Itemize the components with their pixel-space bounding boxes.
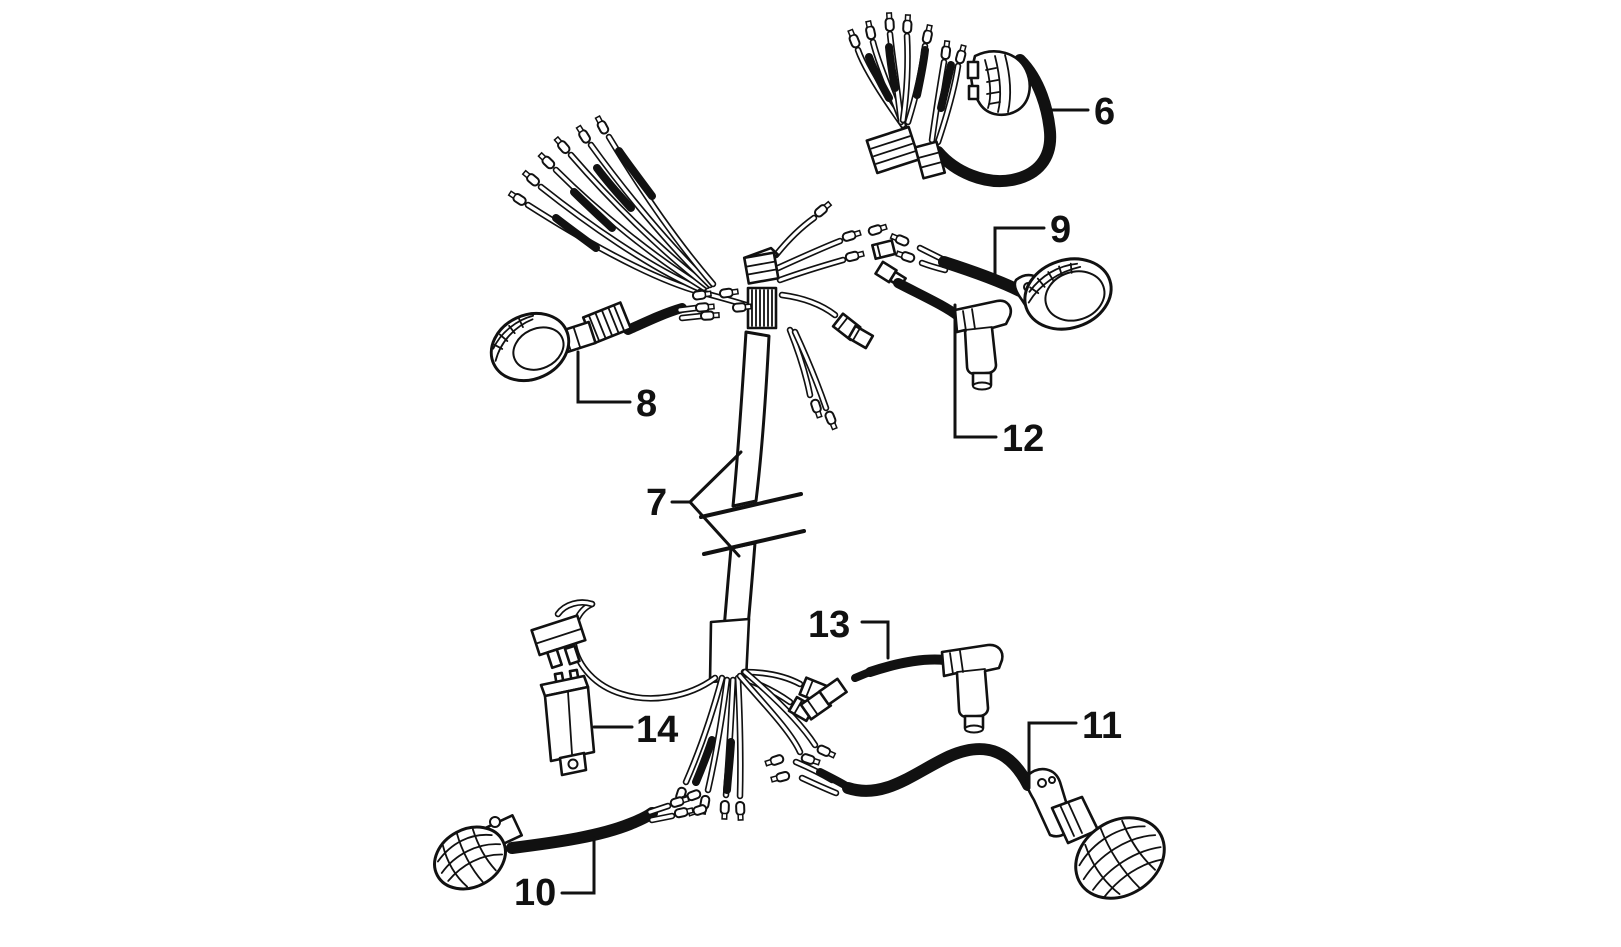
bullet-terminal bbox=[844, 248, 866, 263]
bullet-terminal bbox=[954, 43, 969, 66]
plug-boot bbox=[940, 643, 1004, 719]
bullet-terminal bbox=[520, 168, 542, 189]
break-mark bbox=[702, 529, 806, 556]
part-8-turn-signal bbox=[489, 301, 721, 383]
bullet-terminal bbox=[884, 11, 895, 33]
callout-11-leader bbox=[1027, 721, 1078, 790]
part-10-turn-signal bbox=[433, 793, 695, 891]
bullet-terminal bbox=[552, 134, 573, 156]
harness-bottom-split bbox=[554, 599, 838, 822]
bullet-terminal bbox=[812, 199, 834, 220]
callout-14-label: 14 bbox=[636, 709, 678, 751]
part-11-turn-signal bbox=[763, 743, 1166, 900]
bullet-terminal bbox=[668, 793, 691, 809]
part-7-harness-trunk bbox=[699, 330, 806, 684]
bullet-terminal bbox=[840, 227, 863, 243]
signal-lens bbox=[1074, 816, 1166, 900]
part-14-relay-unit bbox=[530, 614, 596, 777]
bullet-terminal bbox=[921, 23, 935, 45]
callout-11-label: 11 bbox=[1082, 705, 1122, 747]
bullet-terminal bbox=[769, 770, 792, 785]
bullet-terminal bbox=[735, 800, 746, 822]
bullet-terminal bbox=[894, 248, 917, 264]
callout-6-label: 6 bbox=[1094, 91, 1115, 133]
bullet-terminal bbox=[536, 150, 557, 171]
bullet-terminal bbox=[694, 301, 716, 313]
bullet-terminal bbox=[718, 286, 740, 299]
bullet-terminal bbox=[593, 114, 611, 136]
bullet-terminal bbox=[763, 753, 786, 769]
bullet-terminal bbox=[719, 799, 730, 821]
bullet-terminal bbox=[815, 743, 838, 761]
signal-lens bbox=[433, 825, 507, 891]
switch-connector bbox=[913, 140, 947, 180]
callouts: 6 9 8 12 7 13 14 10 11 bbox=[514, 91, 1122, 914]
bullet-terminal bbox=[691, 288, 713, 301]
bullet-terminal bbox=[866, 221, 889, 237]
signal-cable bbox=[842, 743, 1034, 797]
cap-connector bbox=[818, 677, 848, 706]
break-mark bbox=[699, 492, 803, 519]
signal-lens bbox=[1023, 257, 1113, 331]
bullet-terminal bbox=[699, 310, 721, 321]
switch-housing bbox=[966, 50, 1032, 117]
harness-hub bbox=[691, 199, 897, 432]
harness-upper-wire-fan bbox=[506, 114, 717, 296]
callout-9-leader bbox=[993, 226, 1046, 280]
plug-boot bbox=[953, 299, 1013, 376]
callout-8-label: 8 bbox=[636, 383, 657, 425]
bullet-terminal bbox=[940, 39, 953, 61]
callout-8-leader bbox=[576, 350, 632, 404]
part-9-turn-signal bbox=[888, 231, 1113, 331]
signal-lens bbox=[489, 311, 571, 383]
hub-spade-connector bbox=[871, 239, 897, 261]
hub-spade-connector bbox=[847, 324, 875, 350]
bullet-terminal bbox=[845, 27, 862, 50]
callout-10-leader bbox=[560, 836, 596, 895]
signal-cable bbox=[506, 807, 658, 854]
callout-9-label: 9 bbox=[1050, 209, 1071, 251]
callout-12-label: 12 bbox=[1002, 418, 1044, 460]
hub-ribbed-body bbox=[746, 286, 778, 330]
bullet-terminal bbox=[506, 188, 529, 208]
callout-13-leader bbox=[860, 620, 890, 660]
callout-13-label: 13 bbox=[808, 604, 850, 646]
bullet-terminal bbox=[823, 409, 840, 432]
callout-7-label: 7 bbox=[646, 482, 667, 524]
switch-connector bbox=[865, 125, 921, 175]
plug-lead bbox=[865, 654, 950, 677]
bullet-terminal bbox=[574, 123, 593, 146]
callout-10-label: 10 bbox=[514, 872, 556, 914]
part-13-spark-plug-cap bbox=[799, 643, 1004, 734]
signal-cable bbox=[623, 303, 687, 335]
switch-cable bbox=[932, 54, 1057, 187]
bullet-terminal bbox=[902, 13, 913, 35]
callout-12-leader bbox=[953, 303, 998, 439]
plug-lead bbox=[893, 278, 963, 321]
signal-cable bbox=[938, 256, 1026, 297]
callout-7-leader bbox=[670, 450, 743, 558]
part-6-switch-assembly bbox=[845, 11, 1057, 187]
bullet-terminal bbox=[863, 19, 877, 41]
relay-connector bbox=[530, 614, 587, 670]
hub-block-connector bbox=[742, 246, 780, 285]
